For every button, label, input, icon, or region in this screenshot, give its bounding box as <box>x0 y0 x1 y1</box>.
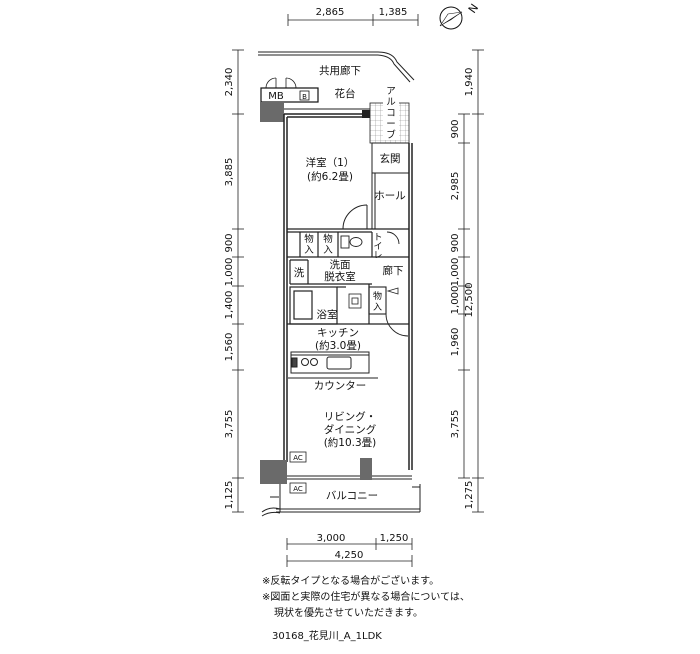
label-entrance: 玄関 <box>380 152 401 165</box>
label-storage1-a: 物 <box>304 233 314 245</box>
label-alcove-5: ブ <box>386 129 396 141</box>
dim-left-1: 2,340 <box>224 68 235 97</box>
ac-unit-indoor <box>289 451 307 463</box>
meter-box <box>299 90 310 101</box>
dim-right-inner-4: 1,000 <box>450 258 461 287</box>
label-storage1-b: 入 <box>304 245 314 256</box>
unit-walls <box>283 113 413 470</box>
label-washroom-1: 洗面 <box>330 259 351 271</box>
label-storage3-b: 入 <box>373 302 382 313</box>
label-ac1: AC <box>293 454 303 462</box>
label-planter: 花台 <box>335 87 356 100</box>
bottom-dimensions <box>286 538 413 567</box>
dim-right-outer-3: 1,275 <box>464 481 475 510</box>
dim-top-1: 2,865 <box>316 7 345 18</box>
dim-left-2: 3,885 <box>224 158 235 187</box>
dim-right-inner-6: 1,960 <box>450 328 461 357</box>
entrance <box>371 142 410 229</box>
hallway-door <box>385 313 409 337</box>
storage3 <box>368 286 399 315</box>
label-washroom-2: 脱衣室 <box>324 270 356 283</box>
compass-letter: N <box>466 2 481 16</box>
dim-top-2: 1,385 <box>379 7 408 18</box>
label-storage2-a: 物 <box>323 233 333 245</box>
label-balcony: バルコニー <box>326 490 378 502</box>
label-ac2: AC <box>293 485 303 493</box>
balcony-edge <box>261 484 421 517</box>
label-storage2-b: 入 <box>323 245 333 256</box>
note-reverse-type: ※反転タイプとなる場合がございます。 <box>262 576 440 587</box>
label-kitchen: キッチン <box>317 327 359 339</box>
dim-left-4: 1,000 <box>224 258 235 287</box>
label-toilet-1: ト <box>373 233 382 243</box>
dim-left-8: 1,125 <box>224 481 235 510</box>
bottom-mid-column <box>360 458 372 480</box>
dim-left-5: 1,400 <box>224 291 235 320</box>
dim-bottom-2: 1,250 <box>380 533 409 544</box>
mb-door-swing <box>265 77 297 89</box>
label-kitchen-area: (約3.0畳) <box>315 339 361 352</box>
dim-left-3: 900 <box>224 233 235 252</box>
north-compass <box>439 6 463 30</box>
dim-left-6: 1,560 <box>224 333 235 362</box>
washroom-fixtures <box>348 293 362 309</box>
label-storage3-a: 物 <box>373 290 382 302</box>
dim-right-inner-3: 900 <box>450 233 461 252</box>
label-mb: MB <box>268 91 284 102</box>
dim-right-inner-2: 2,985 <box>450 172 461 201</box>
label-counter: カウンター <box>314 380 367 392</box>
label-western-room-area: (約6.2畳) <box>307 170 353 183</box>
pipe-shaft <box>260 102 284 122</box>
dim-right-inner-1: 900 <box>450 119 461 138</box>
label-alcove-2: ル <box>386 97 396 108</box>
label-western-room: 洋室（1） <box>306 156 355 169</box>
label-hallway: 廊下 <box>383 264 404 277</box>
dim-right-outer-1: 1,940 <box>464 68 475 97</box>
top-dimensions <box>287 14 419 26</box>
note-priority: 現状を優先させていただきます。 <box>274 608 423 619</box>
dim-left-7: 3,755 <box>224 410 235 439</box>
label-alcove-3: コ <box>386 108 396 119</box>
toilet-fixture <box>340 235 363 249</box>
dim-bottom-total: 4,250 <box>335 550 364 561</box>
western-room-door <box>342 204 368 230</box>
label-toilet-3: レ <box>373 251 382 261</box>
left-dimensions <box>232 49 244 513</box>
label-alcove-1: ア <box>386 86 396 97</box>
ac-unit-outdoor <box>289 482 307 494</box>
dim-right-inner-7: 3,755 <box>450 410 461 439</box>
kitchen-counter <box>290 351 370 374</box>
bottom-left-column <box>260 460 287 484</box>
label-mb-box: B <box>302 93 307 101</box>
dim-bottom-1: 3,000 <box>317 533 346 544</box>
balcony-windows <box>287 475 412 480</box>
label-living-2: ダイニング <box>324 423 377 436</box>
right-dimensions <box>458 49 484 513</box>
alcove-label-bg <box>383 84 399 140</box>
label-wash: 洗 <box>294 267 305 279</box>
dim-right-inner-5: 1,000 <box>450 286 461 315</box>
label-bathroom: 浴室 <box>317 308 338 321</box>
label-living-1: リビング・ <box>324 410 377 423</box>
label-alcove-4: ー <box>386 119 396 130</box>
column-top <box>362 110 370 118</box>
label-hall: ホール <box>374 190 406 202</box>
label-corridor: 共用廊下 <box>319 64 361 77</box>
common-corridor <box>258 51 415 83</box>
plan-code: 30168_花見川_A_1LDK <box>272 631 382 642</box>
toilet-door <box>386 231 400 245</box>
dim-right-outer-2: 12,500 <box>464 283 475 318</box>
storage-toilet-row <box>287 228 409 258</box>
label-living-area: (約10.3畳) <box>324 436 377 449</box>
label-toilet-2: イ <box>373 242 382 252</box>
note-discrepancy: ※図面と実際の住宅が異なる場合については、 <box>262 592 470 603</box>
